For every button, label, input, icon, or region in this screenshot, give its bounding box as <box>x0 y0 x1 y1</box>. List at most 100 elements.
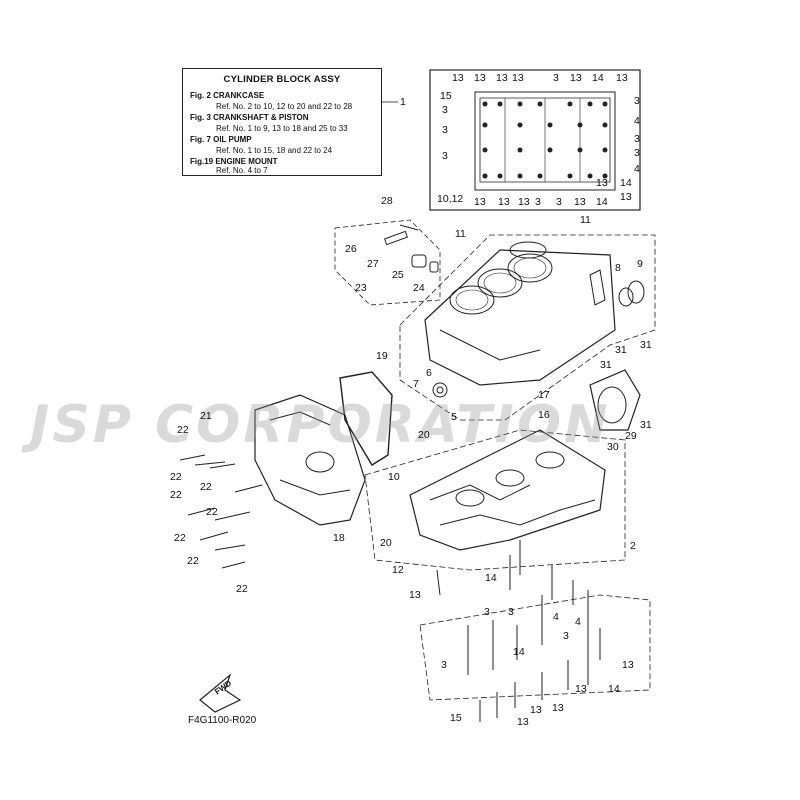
legend-line: Fig. 2 CRANKCASE <box>190 91 265 100</box>
callout-label: 4 <box>575 616 581 628</box>
callout-label: 14 <box>608 683 620 695</box>
callout-label: 30 <box>607 441 619 453</box>
callout-label: 5 <box>451 411 457 423</box>
callout-label: 22 <box>200 481 212 493</box>
callout-label: 13 <box>575 683 587 695</box>
callout-label: 12 <box>392 564 404 576</box>
callout-label: 13 <box>474 72 486 84</box>
callout-label: 7 <box>413 378 419 390</box>
callout-label: 14 <box>620 177 632 189</box>
cover-bolts <box>179 454 263 569</box>
callout-label: 13 <box>409 589 421 601</box>
callout-label: 14 <box>485 572 497 584</box>
callout-label: 22 <box>236 583 248 595</box>
drawing-code: F4G1100-R020 <box>188 715 257 726</box>
callout-label: 13 <box>570 72 582 84</box>
callout-label: 13 <box>596 177 608 189</box>
legend-line: Fig.19 ENGINE MOUNT <box>190 157 278 166</box>
callout-label: 20 <box>380 537 392 549</box>
callout-label: 25 <box>392 269 404 281</box>
callout-label: 2 <box>630 540 636 552</box>
callout-label: 10,12 <box>437 193 464 205</box>
lower-crankcase-drawing <box>409 429 606 551</box>
callout-label: 13 <box>574 196 586 208</box>
callout-label: 22 <box>187 555 199 567</box>
callout-label: 13 <box>512 72 524 84</box>
callout-label: 16 <box>538 409 550 421</box>
legend-line: Fig. 3 CRANKSHAFT & PISTON <box>190 113 309 122</box>
callout-label: 14 <box>592 72 604 84</box>
callout-label: 13 <box>498 196 510 208</box>
callout-label: 27 <box>367 258 379 270</box>
callout-label: 3 <box>563 630 569 642</box>
callout-label: 31 <box>640 339 652 351</box>
callout-label: 1 <box>400 96 406 108</box>
callout-label: 15 <box>450 712 462 724</box>
callout-label: 20 <box>418 429 430 441</box>
callout-label: 9 <box>637 258 643 270</box>
callout-label: 13 <box>552 702 564 714</box>
legend-box: CYLINDER BLOCK ASSY Fig. 2 CRANKCASE Ref… <box>182 68 382 176</box>
callout-label: 22 <box>170 489 182 501</box>
callout-label: 22 <box>170 471 182 483</box>
callout-label: 3 <box>556 196 562 208</box>
callout-label: 22 <box>174 532 186 544</box>
callout-label: 29 <box>625 430 637 442</box>
callout-label: 15 <box>440 90 452 102</box>
callout-label: 3 <box>634 95 640 107</box>
callout-label: 3 <box>553 72 559 84</box>
callout-label: 11 <box>580 214 591 226</box>
callout-label: 3 <box>484 606 490 618</box>
crankcase-bolts <box>436 540 601 722</box>
callout-label: 4 <box>634 115 640 127</box>
callout-label: 22 <box>177 424 189 436</box>
callout-label: 26 <box>345 243 357 255</box>
callout-label: 23 <box>355 282 367 294</box>
callout-label: 19 <box>376 350 388 362</box>
legend-line: Ref. No. 1 to 15, 18 and 22 to 24 <box>216 146 333 155</box>
callout-label: 21 <box>200 410 212 422</box>
callout-label: 3 <box>634 147 640 159</box>
callout-label: 13 <box>622 659 634 671</box>
callout-label: 8 <box>615 262 621 274</box>
callout-label: 17 <box>538 389 550 401</box>
callout-label: 13 <box>620 191 632 203</box>
callout-label: 31 <box>615 344 627 356</box>
callout-label: 31 <box>600 359 612 371</box>
callout-label: 31 <box>640 419 652 431</box>
callout-label: 14 <box>596 196 608 208</box>
callout-label: 3 <box>442 124 448 136</box>
callout-label: 3 <box>634 133 640 145</box>
callout-label: 3 <box>441 659 447 671</box>
legend-title: CYLINDER BLOCK ASSY <box>223 74 341 85</box>
callout-label: 18 <box>333 532 345 544</box>
legend-line: Ref. No. 4 to 7 <box>216 166 268 175</box>
cylinder-block-drawing <box>424 241 616 398</box>
callout-label: 11 <box>455 228 466 240</box>
callout-label: 13 <box>616 72 628 84</box>
callout-label: 13 <box>517 716 529 728</box>
fwd-arrow <box>199 673 242 713</box>
callout-label: 13 <box>530 704 542 716</box>
callout-label: 28 <box>381 195 393 207</box>
side-cover-drawing <box>254 394 366 526</box>
callout-label: 13 <box>452 72 464 84</box>
callout-label: 3 <box>442 104 448 116</box>
callout-label: 22 <box>206 506 218 518</box>
callout-label: 24 <box>413 282 425 294</box>
legend-line: Ref. No. 1 to 9, 13 to 18 and 25 to 33 <box>216 124 348 133</box>
callout-label: 6 <box>426 367 432 379</box>
callout-label: 3 <box>442 150 448 162</box>
callout-label: 14 <box>513 646 525 658</box>
legend-line: Fig. 7 OIL PUMP <box>190 135 252 144</box>
callout-label: 4 <box>553 611 559 623</box>
callout-label: 3 <box>535 196 541 208</box>
callout-label: 4 <box>634 163 640 175</box>
callout-label: 3 <box>508 606 514 618</box>
callout-label: 13 <box>474 196 486 208</box>
callout-label: 13 <box>496 72 508 84</box>
inset-topview-box <box>429 69 641 211</box>
callout-label: 10 <box>388 471 400 483</box>
